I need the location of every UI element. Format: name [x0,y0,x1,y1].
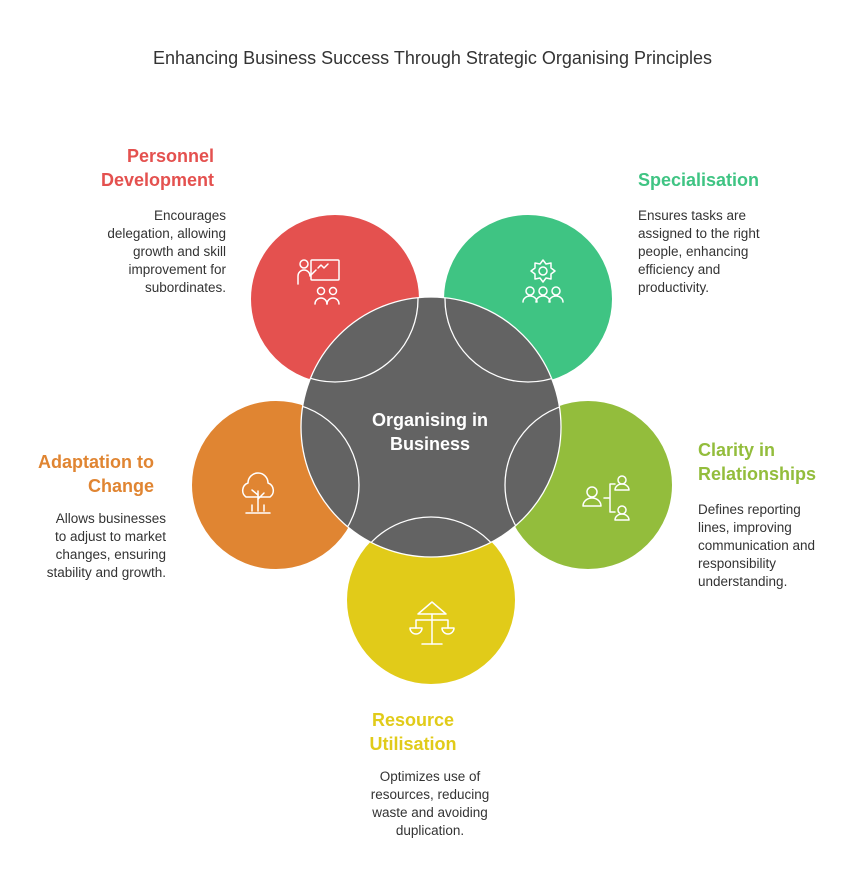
balance-icon [409,601,455,645]
personnel-heading: Personnel Development [100,146,214,190]
team-gear-icon [522,259,564,303]
resource-heading: Resource Utilisation [369,710,457,754]
personnel-description: Encourages delegation, allowing growth a… [107,208,226,295]
center-outline [300,296,562,558]
adaptation-description: Allows businesses to adjust to market ch… [46,511,166,580]
clarity-description: Defines reporting lines, improving commu… [698,502,816,589]
adaptation-heading: Adaptation to Change [38,452,154,496]
tree-icon [242,472,274,514]
clarity-heading: Clarity in Relationships [698,440,817,484]
center-circle [301,297,561,557]
resource-description: Optimizes use of resources, reducing was… [370,769,490,838]
presentation-icon [297,259,340,305]
hierarchy-icon [582,475,630,521]
specialisation-description: Ensures tasks are assigned to the right … [638,208,760,295]
center-label: Organising in Business [371,410,488,454]
page-title: Enhancing Business Success Through Strat… [153,48,712,68]
specialisation-heading: Specialisation [638,170,760,190]
resource-circle [348,517,514,683]
